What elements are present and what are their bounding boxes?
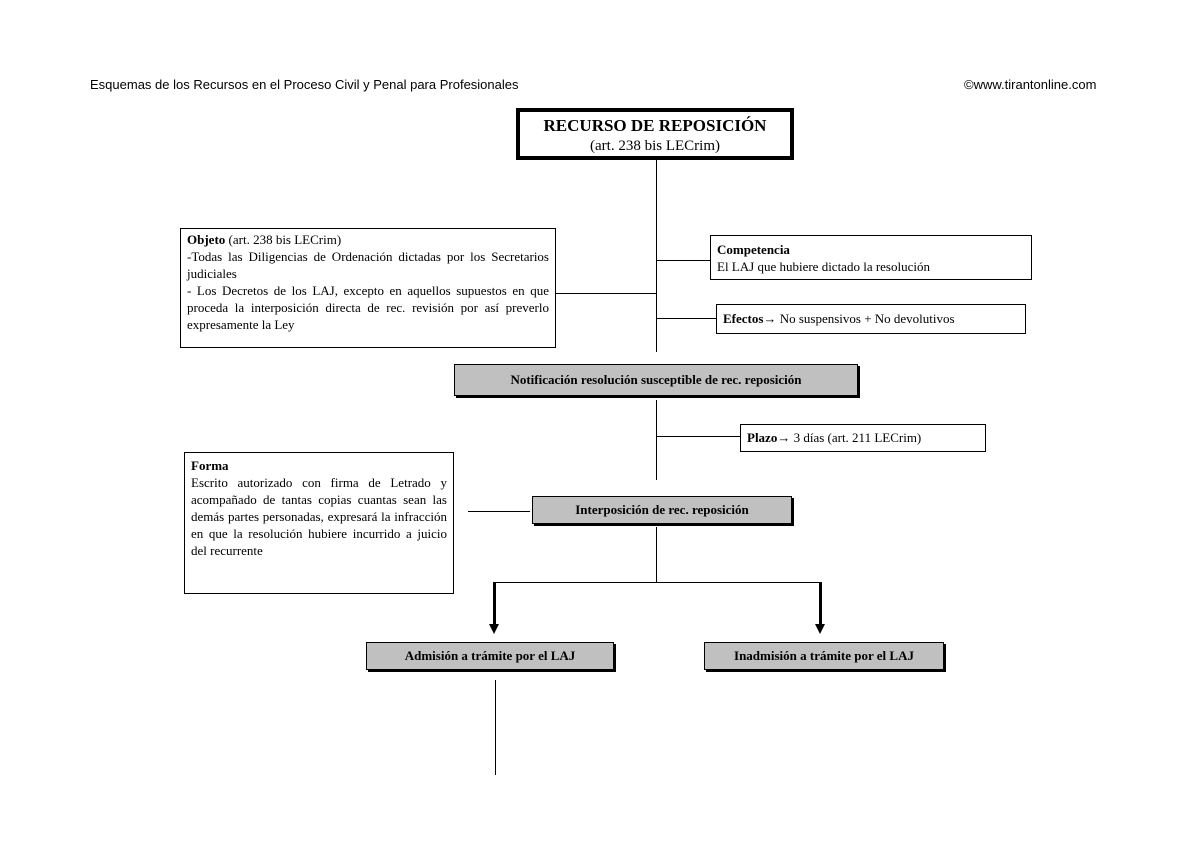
title-box: RECURSO DE REPOSICIÓN (art. 238 bis LECr… [516, 108, 794, 160]
connector [656, 318, 716, 319]
connector [656, 260, 710, 261]
competencia-heading: Competencia [717, 242, 790, 257]
connector [495, 680, 496, 775]
connector [468, 511, 530, 512]
plazo-heading: Plazo→ [747, 430, 791, 445]
plazo-box: Plazo→ 3 días (art. 211 LECrim) [740, 424, 986, 452]
connector [556, 293, 656, 294]
title-main: RECURSO DE REPOSICIÓN [543, 116, 767, 135]
objeto-heading: Objeto [187, 232, 226, 247]
arrow-shaft [493, 582, 496, 626]
title-sub: (art. 238 bis LECrim) [590, 138, 720, 154]
arrow-down-icon [489, 624, 499, 634]
document-header-copyright: ©www.tirantonline.com [964, 77, 1097, 92]
competencia-text: El LAJ que hubiere dictado la resolución [717, 259, 930, 274]
interposicion-box: Interposición de rec. reposición [532, 496, 792, 524]
inadmision-box: Inadmisión a trámite por el LAJ [704, 642, 944, 670]
objeto-item: -Todas las Diligencias de Ordenación dic… [187, 249, 549, 281]
arrow-down-icon [815, 624, 825, 634]
connector [656, 400, 657, 480]
forma-text: Escrito autorizado con firma de Letrado … [191, 475, 447, 558]
objeto-ref: (art. 238 bis LECrim) [225, 232, 342, 247]
efectos-heading: Efectos→ [723, 311, 777, 326]
document-header-title: Esquemas de los Recursos en el Proceso C… [90, 77, 519, 92]
forma-heading: Forma [191, 458, 229, 473]
connector [656, 436, 740, 437]
connector [656, 160, 657, 352]
forma-box: Forma Escrito autorizado con firma de Le… [184, 452, 454, 594]
objeto-box: Objeto (art. 238 bis LECrim) -Todas las … [180, 228, 556, 348]
objeto-item: - Los Decretos de los LAJ, excepto en aq… [187, 283, 549, 332]
plazo-text: 3 días (art. 211 LECrim) [790, 430, 922, 445]
efectos-text: No suspensivos + No devolutivos [776, 311, 955, 326]
admision-box: Admisión a trámite por el LAJ [366, 642, 614, 670]
efectos-box: Efectos→ No suspensivos + No devolutivos [716, 304, 1026, 334]
competencia-box: Competencia El LAJ que hubiere dictado l… [710, 235, 1032, 280]
arrow-shaft [819, 582, 822, 626]
connector [656, 527, 657, 583]
connector [494, 582, 821, 583]
notificacion-box: Notificación resolución susceptible de r… [454, 364, 858, 396]
